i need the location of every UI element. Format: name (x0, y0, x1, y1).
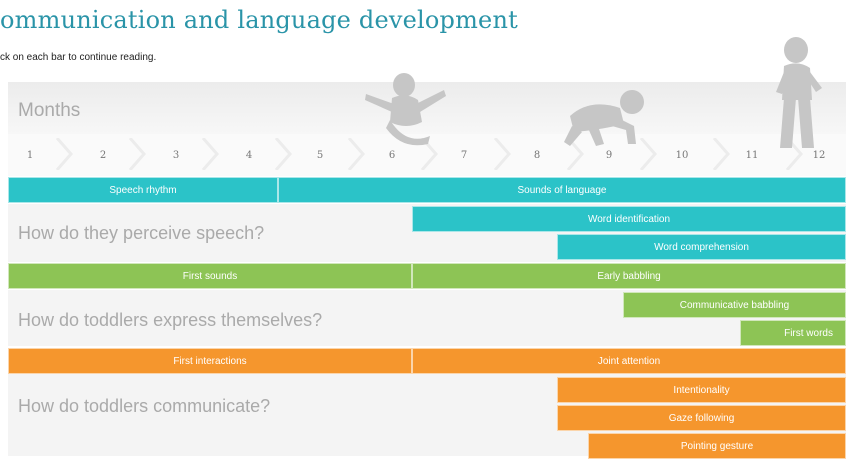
bar-first-words[interactable]: First words (740, 320, 846, 346)
month-tick: 1 (26, 150, 34, 161)
month-tick: 10 (675, 150, 689, 161)
bar-sounds-of-language[interactable]: Sounds of language (278, 177, 846, 203)
sitting-baby-icon (365, 73, 446, 146)
month-tick: 6 (388, 150, 396, 161)
chevron-separator-icon (712, 138, 730, 170)
chevron-separator-icon (493, 138, 511, 170)
bar-speech-rhythm[interactable]: Speech rhythm (8, 177, 278, 203)
months-label: Months (18, 100, 81, 121)
month-tick: 12 (812, 150, 826, 161)
chevron-separator-icon (128, 138, 146, 170)
month-tick: 11 (745, 150, 759, 161)
instruction-text: ck on each bar to continue reading. (0, 52, 157, 63)
bar-pointing-gesture[interactable]: Pointing gesture (588, 433, 846, 459)
page-title: ommunication and language development (0, 6, 518, 34)
month-tick: 7 (460, 150, 468, 161)
bar-gaze-following[interactable]: Gaze following (557, 405, 846, 431)
month-tick: 3 (172, 150, 180, 161)
bar-intentionality[interactable]: Intentionality (557, 377, 846, 403)
chevron-separator-icon (347, 138, 365, 170)
bar-early-babbling[interactable]: Early babbling (412, 263, 846, 289)
question-communicate: How do toddlers communicate? (18, 396, 271, 416)
bar-communicative-babbling[interactable]: Communicative babbling (623, 292, 846, 318)
chevron-separator-icon (55, 138, 73, 170)
bar-first-sounds[interactable]: First sounds (8, 263, 412, 289)
bar-joint-attention[interactable]: Joint attention (412, 348, 846, 374)
chevron-separator-icon (201, 138, 219, 170)
month-tick: 5 (316, 150, 324, 161)
chevron-separator-icon (566, 138, 584, 170)
bar-word-identification[interactable]: Word identification (412, 206, 846, 232)
month-tick: 9 (605, 150, 613, 161)
bar-first-interactions[interactable]: First interactions (8, 348, 412, 374)
question-express-themselves: How do toddlers express themselves? (18, 310, 323, 330)
standing-toddler-icon (776, 37, 822, 148)
chevron-separator-icon (639, 138, 657, 170)
question-perceive-speech: How do they perceive speech? (18, 223, 265, 243)
month-tick: 4 (245, 150, 253, 161)
chevron-separator-icon (274, 138, 292, 170)
month-tick: 8 (533, 150, 541, 161)
crawling-baby-icon (564, 90, 644, 146)
months-header (8, 82, 846, 134)
bar-word-comprehension[interactable]: Word comprehension (557, 234, 846, 260)
month-tick: 2 (99, 150, 107, 161)
